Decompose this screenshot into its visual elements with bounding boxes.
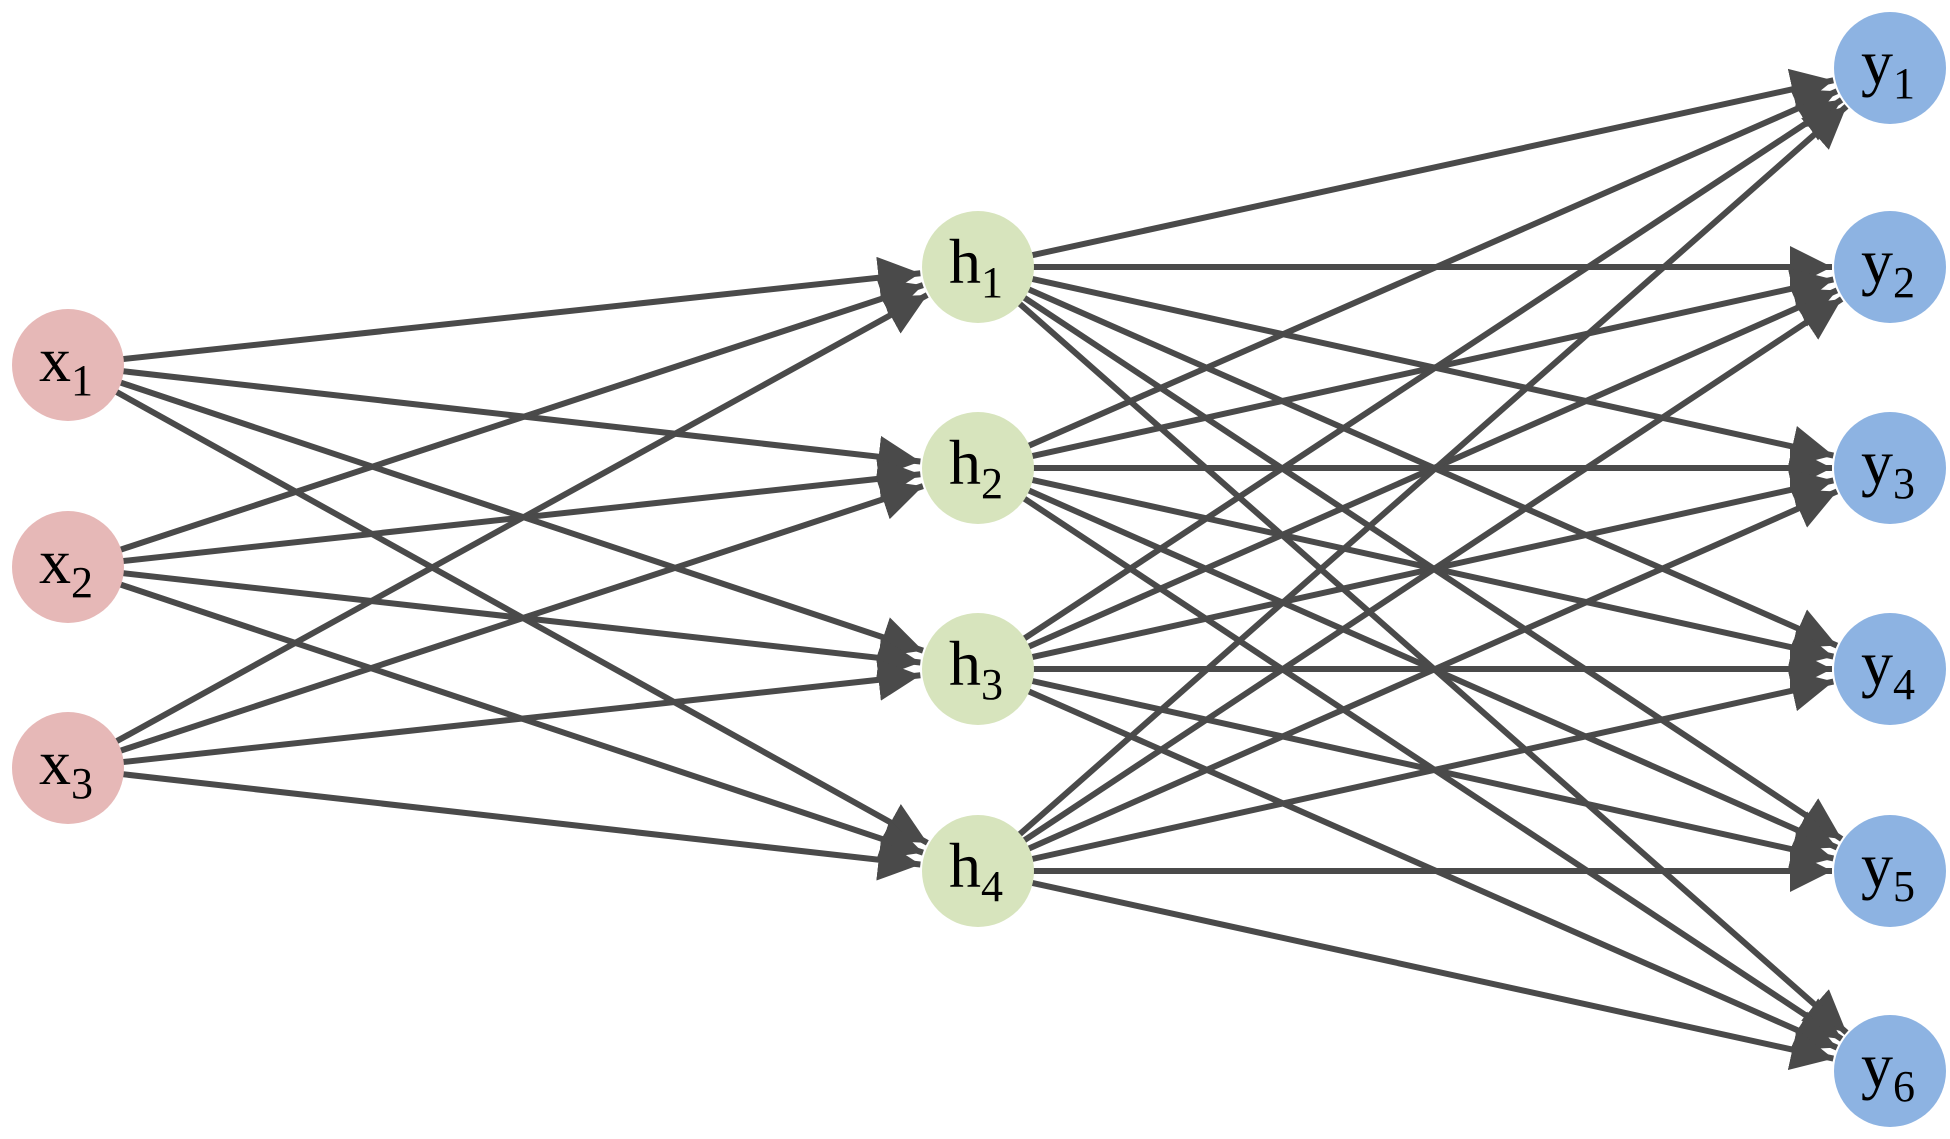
node-circle	[12, 712, 124, 824]
node-label: h4	[949, 830, 1003, 911]
node-y1: y1	[1834, 12, 1946, 124]
node-x3: x3	[12, 712, 124, 824]
node-label-base: x	[39, 526, 71, 597]
edge-x3-h4	[119, 770, 921, 881]
node-y2: y2	[1834, 211, 1946, 323]
node-circle	[922, 211, 1034, 323]
edge-h2-y1	[1024, 88, 1839, 450]
edge-h4-y2	[1019, 296, 1844, 845]
node-x2: x2	[12, 511, 124, 623]
node-circle	[922, 412, 1034, 524]
edge-h4-y3	[1024, 488, 1839, 853]
node-circle	[1834, 412, 1946, 524]
node-label-base: x	[39, 324, 71, 395]
node-label: h3	[949, 628, 1003, 709]
node-h1: h1	[922, 211, 1034, 323]
node-y5: y5	[1834, 815, 1946, 927]
node-circle	[12, 309, 124, 421]
node-circle	[922, 613, 1034, 725]
node-label: x1	[39, 324, 93, 405]
node-label-subscript: 3	[981, 660, 1003, 709]
edges-group	[111, 68, 1849, 1071]
edge-x1-h1	[119, 256, 921, 363]
node-y4: y4	[1834, 613, 1946, 725]
node-label-base: y	[1861, 27, 1893, 98]
node-circle	[1834, 815, 1946, 927]
node-label-base: y	[1861, 1030, 1893, 1101]
node-label-base: y	[1861, 830, 1893, 901]
node-label-subscript: 6	[1893, 1062, 1915, 1111]
node-label-base: h	[949, 628, 981, 699]
edge-x3-h1	[112, 292, 929, 746]
node-label: y4	[1861, 628, 1915, 709]
node-label: y5	[1861, 830, 1915, 911]
node-label-base: x	[39, 727, 71, 798]
edge-x2-h1	[116, 278, 924, 554]
node-y6: y6	[1834, 1015, 1946, 1127]
node-label: y6	[1861, 1030, 1915, 1111]
node-circle	[1834, 12, 1946, 124]
node-label-base: y	[1861, 628, 1893, 699]
node-y3: y3	[1834, 412, 1946, 524]
node-h2: h2	[922, 412, 1034, 524]
node-label-base: h	[949, 226, 981, 297]
node-label-subscript: 3	[71, 759, 93, 808]
edge-h3-y1	[1019, 97, 1844, 643]
node-circle	[922, 815, 1034, 927]
edge-x3-h3	[119, 658, 921, 766]
node-label-subscript: 2	[1893, 258, 1915, 307]
node-label-base: y	[1861, 427, 1893, 498]
node-label: h1	[949, 226, 1003, 307]
node-label-base: y	[1861, 226, 1893, 297]
node-label-subscript: 2	[71, 558, 93, 607]
node-label-subscript: 3	[1893, 459, 1915, 508]
node-x1: x1	[12, 309, 124, 421]
edge-h4-y6	[1028, 879, 1834, 1071]
node-label-subscript: 4	[981, 862, 1003, 911]
node-h3: h3	[922, 613, 1034, 725]
edge-h4-y4	[1028, 670, 1835, 863]
node-label-base: h	[949, 830, 981, 901]
node-label: h2	[949, 427, 1003, 508]
node-label-subscript: 1	[71, 356, 93, 405]
edge-x3-h2	[116, 479, 924, 755]
node-circle	[1834, 613, 1946, 725]
node-label-subscript: 5	[1893, 862, 1915, 911]
node-circle	[1834, 1015, 1946, 1127]
node-label: x2	[39, 526, 93, 607]
node-label: y3	[1861, 427, 1915, 508]
node-label-subscript: 1	[1893, 59, 1915, 108]
edge-h4-y1	[1015, 104, 1849, 839]
node-label-base: h	[949, 427, 981, 498]
node-circle	[1834, 211, 1946, 323]
node-circle	[12, 511, 124, 623]
node-label-subscript: 1	[981, 258, 1003, 307]
node-label: y2	[1861, 226, 1915, 307]
node-label-subscript: 2	[981, 459, 1003, 508]
edge-h1-y1	[1028, 68, 1834, 259]
node-label: y1	[1861, 27, 1915, 108]
node-label: x3	[39, 727, 93, 808]
node-h4: h4	[922, 815, 1034, 927]
node-label-subscript: 4	[1893, 660, 1915, 709]
